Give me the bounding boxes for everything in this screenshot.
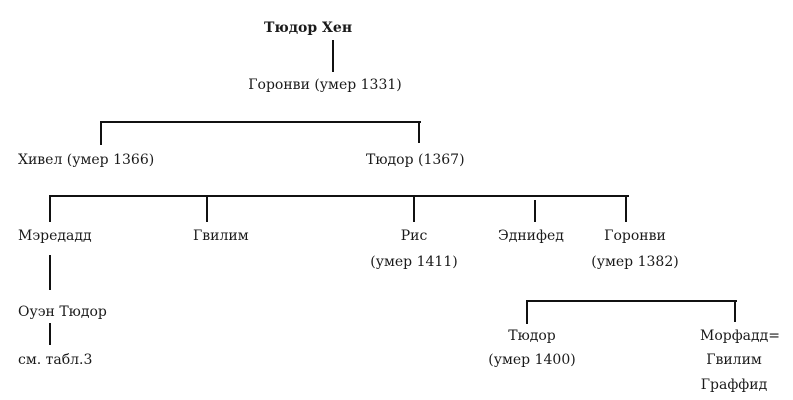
spouse-gruffudd: Граффид xyxy=(700,377,768,393)
connector-line xyxy=(100,121,102,145)
connector-line xyxy=(49,195,51,222)
connector-line xyxy=(100,121,421,123)
person-morfudd: Морфадд= xyxy=(699,328,781,344)
connector-line xyxy=(206,195,208,222)
connector-line xyxy=(332,40,334,72)
connector-line xyxy=(526,300,737,302)
person-goronwy-1331: Горонви (умер 1331) xyxy=(248,77,402,93)
connector-line xyxy=(526,300,528,324)
connector-line xyxy=(534,200,536,222)
connector-line xyxy=(49,255,51,290)
connector-line xyxy=(413,195,415,222)
person-gwilym: Гвилим xyxy=(193,228,249,244)
connector-line xyxy=(734,300,736,322)
spouse-gwilym: Гвилим xyxy=(706,352,762,368)
person-hywel: Хивел (умер 1366) xyxy=(18,152,155,168)
person-rhys: Рис xyxy=(400,228,428,244)
connector-line xyxy=(49,323,51,345)
connector-line xyxy=(49,195,629,197)
person-maredudd: Мэредадд xyxy=(18,228,92,244)
table-reference: см. табл.3 xyxy=(18,352,93,368)
person-tudor-1400: Тюдор xyxy=(508,328,556,344)
root-person: Тюдор Хен xyxy=(263,20,353,36)
person-owen-tudor: Оуэн Тюдор xyxy=(18,304,107,320)
person-goronwy-note: (умер 1382) xyxy=(591,254,679,270)
connector-line xyxy=(625,195,627,222)
person-goronwy-1382: Горонви xyxy=(604,228,666,244)
connector-line xyxy=(418,121,420,143)
person-tudor-1400-note: (умер 1400) xyxy=(488,352,576,368)
person-tudor-1367: Тюдор (1367) xyxy=(366,152,465,168)
person-rhys-note: (умер 1411) xyxy=(370,254,458,270)
person-ednyfed: Эднифед xyxy=(498,228,564,244)
